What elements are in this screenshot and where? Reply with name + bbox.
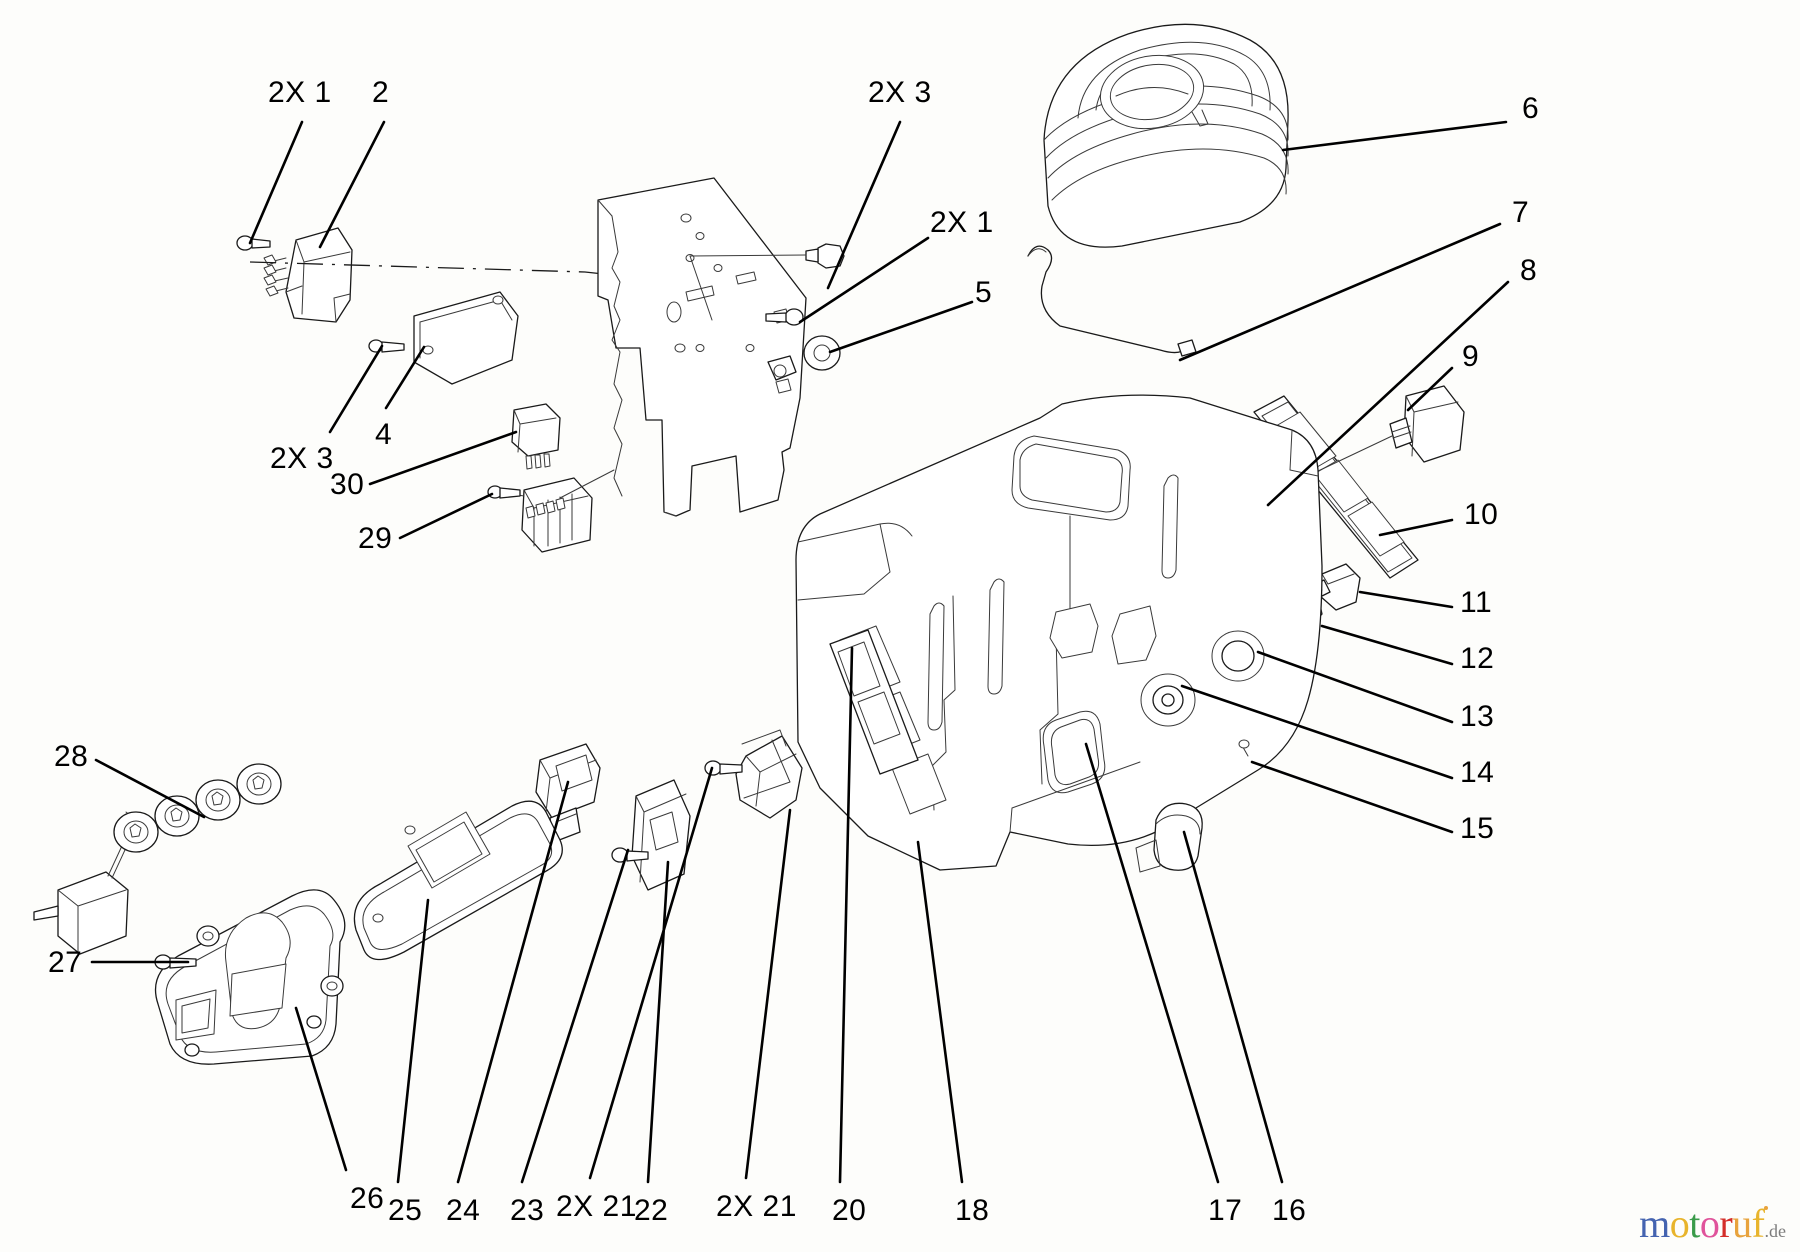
callout-label-c13: 13 — [1460, 700, 1495, 733]
callout-label-c23: 23 — [510, 1194, 545, 1227]
callout-label-c25: 25 — [388, 1194, 423, 1227]
part-26-console-panel — [154, 889, 346, 1065]
leader-line-4 — [384, 345, 426, 410]
leader-line-15 — [1250, 760, 1454, 834]
leader-line-8 — [1266, 280, 1510, 507]
leader-line-2x-3 — [328, 344, 384, 434]
leader-line-12 — [1320, 624, 1454, 666]
watermark-letter-3: o — [1699, 1201, 1720, 1246]
part-21-screw-upper — [704, 760, 743, 776]
callout-label-c8: 8 — [1520, 254, 1538, 287]
leader-line-16 — [1182, 830, 1284, 1184]
leader-line-2x-21 — [744, 808, 792, 1180]
watermark-letter-4: r — [1719, 1201, 1733, 1246]
callout-label-c18: 18 — [955, 1194, 990, 1227]
watermark-letter-1: o — [1669, 1201, 1690, 1246]
callout-label-c21b: 2X 21 — [716, 1190, 797, 1223]
part-3-screw-left — [368, 339, 405, 353]
part-panel-sheetmetal — [597, 177, 807, 517]
leader-line-23 — [520, 848, 630, 1184]
part-1-fastener-panel — [765, 308, 804, 326]
callout-label-c7: 7 — [1512, 196, 1530, 229]
part-6-air-cleaner-cover — [1043, 23, 1289, 248]
part-9-knob — [1315, 385, 1465, 473]
callout-label-c21a: 2X 21 — [556, 1190, 637, 1223]
callout-label-c31: 2X 3 — [270, 442, 334, 475]
leader-line-18 — [916, 840, 964, 1184]
part-15-main-housing — [795, 394, 1323, 871]
callout-label-c29: 29 — [358, 522, 393, 555]
leader-line-2x-21 — [588, 766, 714, 1180]
leader-line-11 — [1358, 590, 1454, 609]
callout-label-c22: 22 — [634, 1194, 669, 1227]
part-29-connector-block — [487, 469, 615, 553]
part-4-bracket-plate — [368, 291, 519, 385]
leader-line-26 — [294, 1006, 348, 1172]
part-7-rod — [1027, 245, 1197, 357]
leader-line-2 — [318, 120, 386, 249]
leader-line-6 — [1281, 120, 1508, 152]
callout-label-c9: 9 — [1462, 340, 1480, 373]
callout-label-c15: 15 — [1460, 812, 1495, 845]
watermark-letter-2: t — [1689, 1201, 1700, 1246]
part-5-grommet — [803, 335, 841, 371]
watermark-letters: motoruf — [1639, 1201, 1768, 1246]
watermark-letter-6: f — [1751, 1201, 1768, 1246]
leader-line-29 — [398, 492, 494, 540]
leader-line-20 — [838, 646, 854, 1184]
harness-socket-4 — [236, 763, 282, 805]
callout-leader-lines — [90, 120, 1510, 1184]
part-21-lever-bracket — [704, 729, 803, 819]
leader-line-7 — [1178, 222, 1502, 362]
watermark-letter-5: u — [1732, 1201, 1752, 1246]
part-30-relay — [511, 403, 561, 470]
leader-line-30 — [368, 430, 518, 486]
leader-line-10 — [1378, 518, 1454, 537]
part-28-wiring-harness — [33, 763, 282, 955]
callout-label-c26: 26 — [350, 1182, 385, 1215]
callout-label-c11: 11 — [1460, 586, 1493, 619]
leader-line-17 — [1084, 742, 1220, 1184]
part-2-switch-assembly — [236, 227, 353, 323]
callout-label-c24: 24 — [446, 1194, 481, 1227]
leader-line-2x-1 — [248, 120, 304, 245]
callout-label-c20: 20 — [832, 1194, 867, 1227]
callout-label-c28: 28 — [54, 740, 89, 773]
callout-label-c16: 16 — [1272, 1194, 1307, 1227]
watermark-letter-0: m — [1639, 1201, 1670, 1246]
callout-label-c6: 6 — [1522, 92, 1540, 125]
harness-socket-2 — [154, 795, 214, 837]
leader-line-25 — [396, 898, 430, 1184]
callout-label-c12: 12 — [1460, 642, 1495, 675]
callout-label-c3: 2X 3 — [868, 76, 932, 109]
callout-label-c17: 17 — [1208, 1194, 1243, 1227]
leader-line-22 — [646, 860, 670, 1184]
leader-line-13 — [1256, 650, 1454, 724]
harness-socket-3 — [195, 779, 255, 821]
watermark-suffix: .de — [1764, 1221, 1787, 1241]
motoruf-watermark: motoruf.de — [1639, 1204, 1786, 1244]
part-25-cover-panel — [353, 800, 563, 961]
leader-line-14 — [1180, 684, 1454, 780]
callout-label-c4: 2X 1 — [930, 206, 994, 239]
leader-line-24 — [456, 780, 570, 1184]
part-1-screw-left — [236, 235, 271, 251]
callout-label-c30: 30 — [330, 468, 365, 501]
leader-line-2x-3 — [826, 120, 902, 290]
callout-label-c2: 2 — [372, 76, 390, 109]
leader-line-2x-1 — [798, 236, 930, 324]
leader-line-5 — [828, 300, 974, 354]
leader-line-9 — [1406, 366, 1454, 412]
callout-label-c27: 27 — [48, 946, 83, 979]
callout-label-c32: 4 — [375, 418, 393, 451]
leader-line-28 — [94, 758, 206, 819]
callout-label-c10: 10 — [1464, 498, 1499, 531]
part-22-bracket — [611, 779, 691, 891]
callout-label-c1: 2X 1 — [268, 76, 332, 109]
callout-label-c14: 14 — [1460, 756, 1495, 789]
part-3-fastener-upper — [689, 243, 845, 321]
callout-label-c5: 5 — [975, 276, 993, 309]
